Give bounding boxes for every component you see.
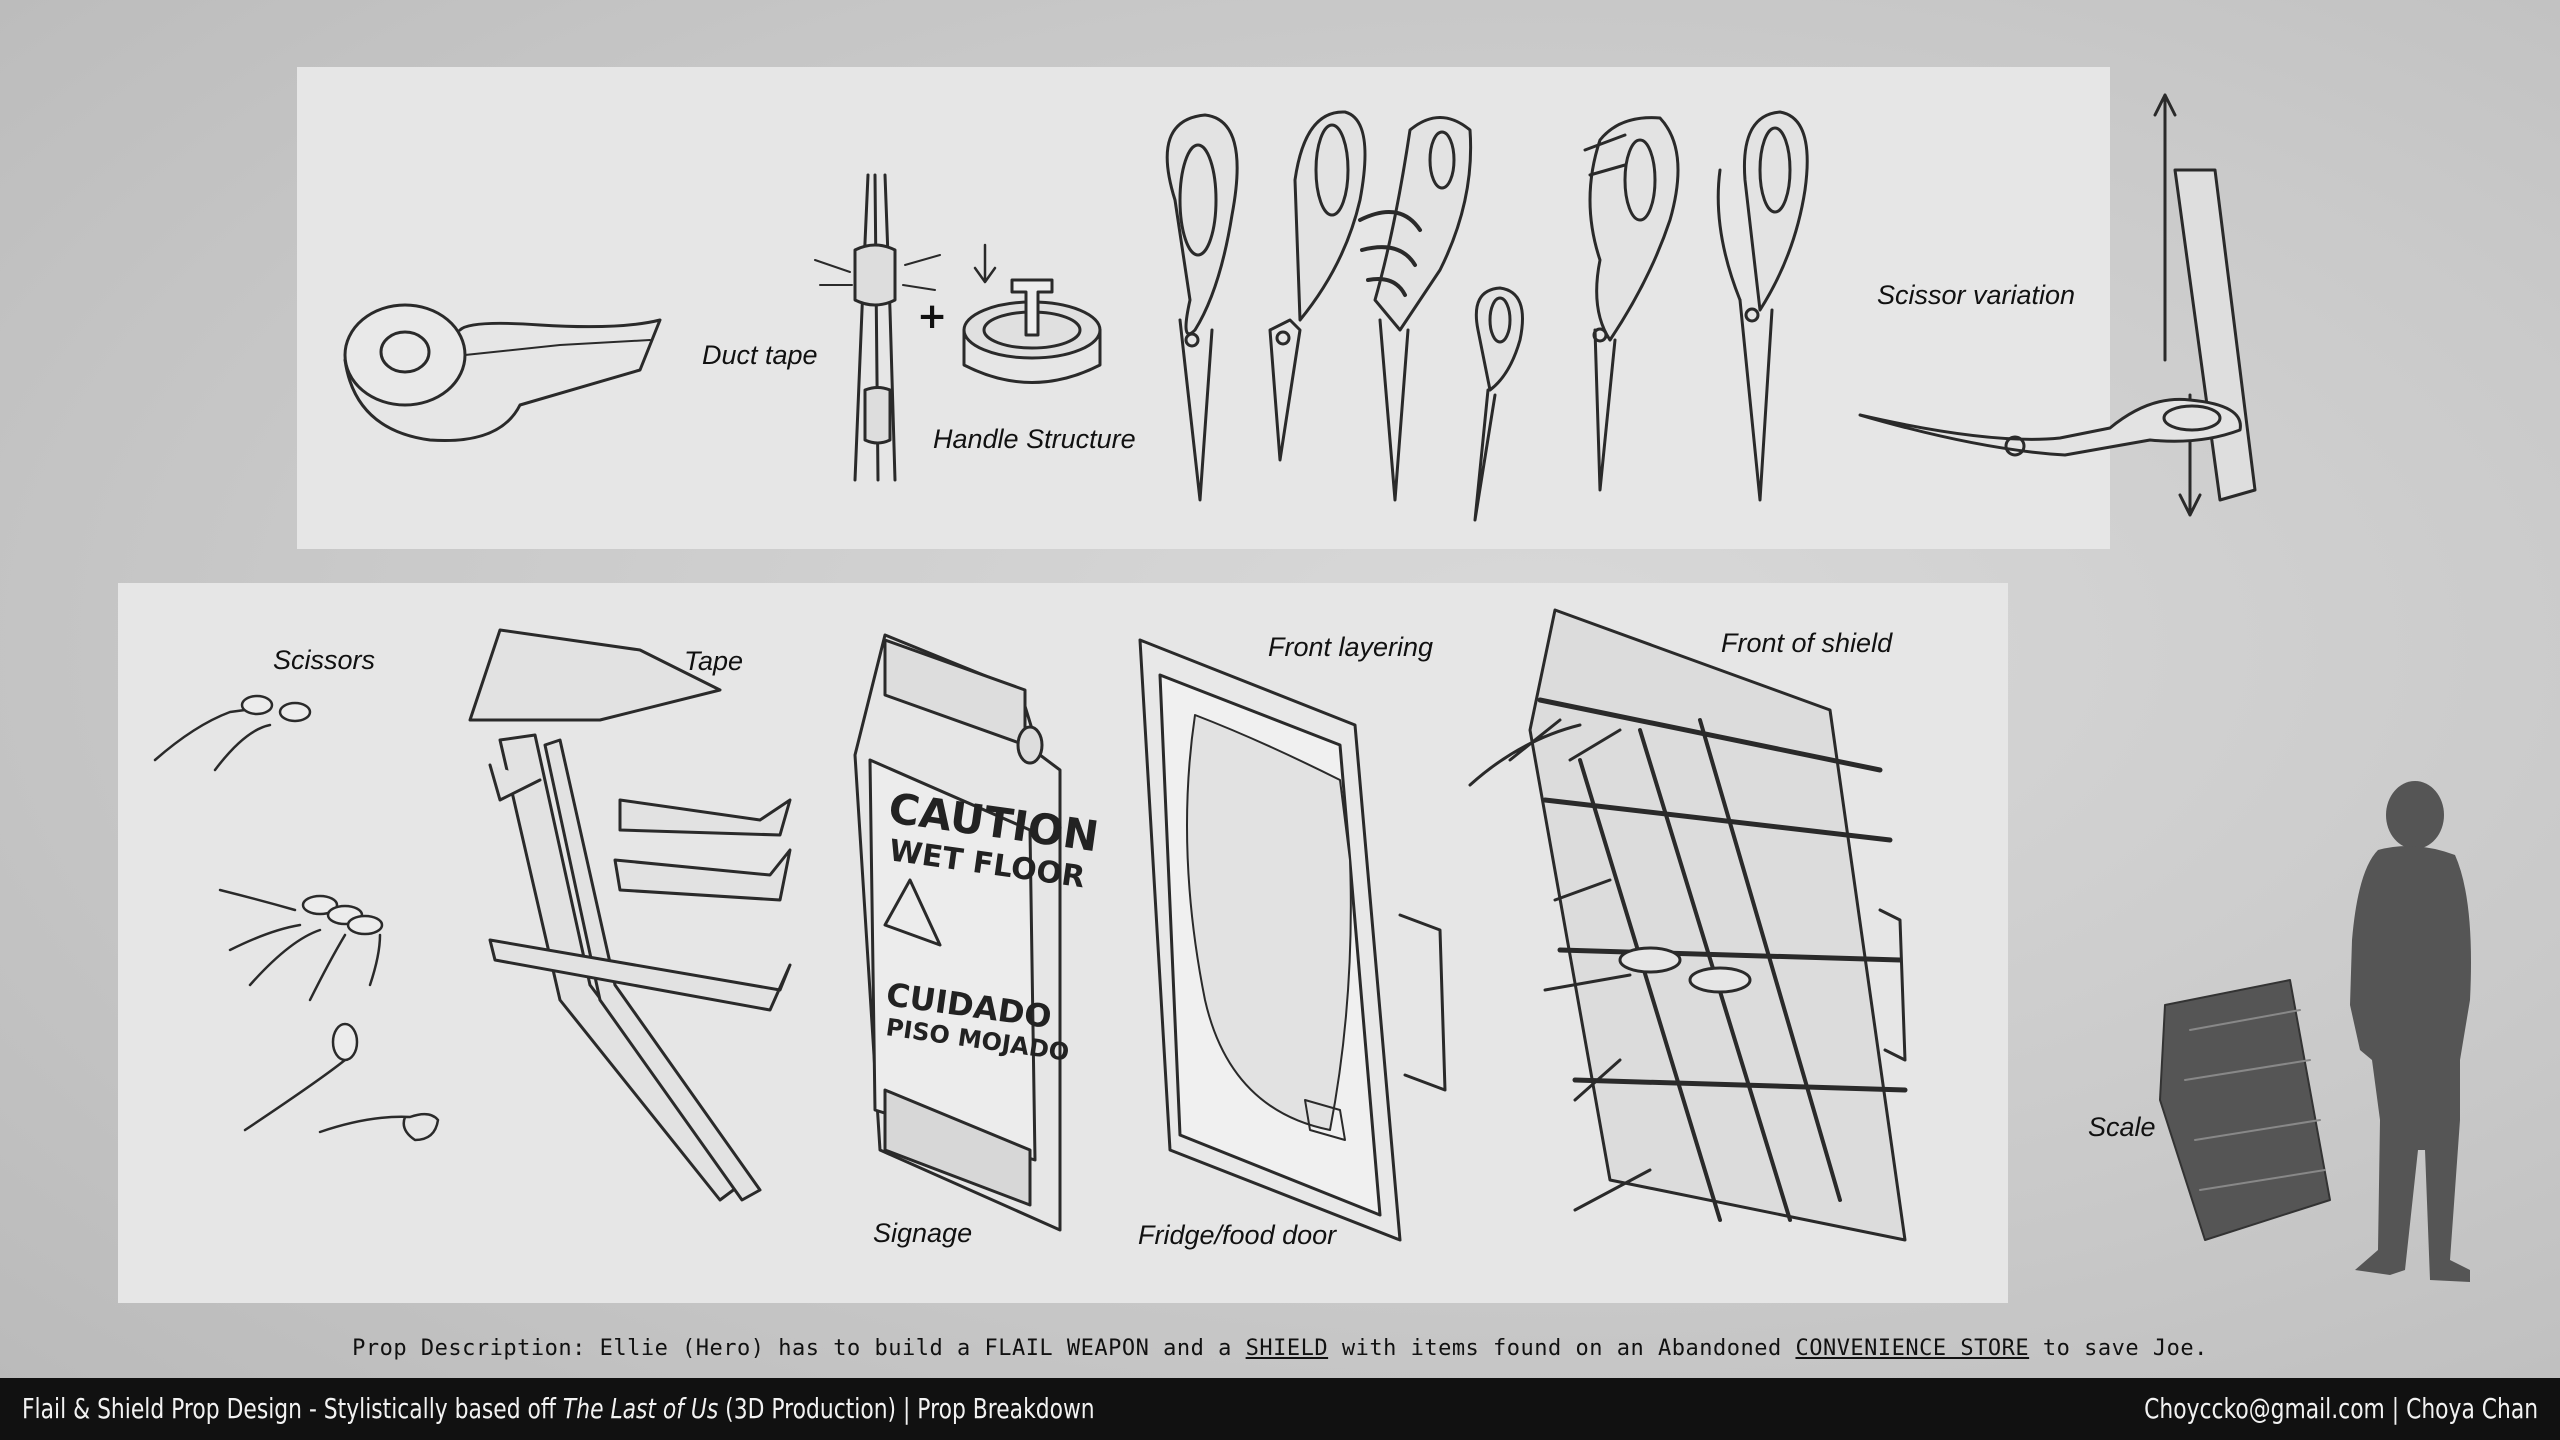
- description-part1: Prop Description: Ellie (Hero) has to bu…: [352, 1336, 985, 1361]
- label-scale: Scale: [2088, 1112, 2156, 1142]
- scissors-group-icon: [153, 694, 440, 1142]
- footer-title: Flail & Shield Prop Design - Stylistical…: [22, 1392, 1095, 1425]
- footer-bar: Flail & Shield Prop Design - Stylistical…: [0, 1378, 2560, 1440]
- scissors-variant-2: [1268, 110, 1367, 462]
- footer-prefix: Flail & Shield Prop Design - Stylistical…: [22, 1392, 563, 1425]
- shield-icon: [1468, 608, 1908, 1242]
- scissors-variant-6: [1716, 110, 1809, 502]
- handle-bundle-icon: [814, 173, 941, 482]
- scissors-variant-1: [1165, 113, 1239, 502]
- duct-tape-icon: [343, 303, 662, 443]
- handle-cap-icon: [962, 243, 1102, 384]
- description-shield: SHIELD: [1245, 1336, 1329, 1361]
- label-front-layering: Front layering: [1268, 632, 1434, 662]
- svg-text:+: +: [917, 296, 947, 337]
- footer-suffix: (3D Production) | Prop Breakdown: [718, 1392, 1095, 1425]
- footer-game-title: The Last of Us: [562, 1392, 719, 1425]
- scissor-variation-icon: [1858, 93, 2257, 517]
- label-handle-structure: Handle Structure: [933, 424, 1136, 454]
- description-part3: with items found on an Abandoned: [1328, 1336, 1796, 1361]
- caution-sign-icon: [853, 633, 1062, 1232]
- description-part2: and a: [1149, 1336, 1246, 1361]
- label-duct-tape: Duct tape: [702, 340, 818, 370]
- scissors-variant-5: [1583, 116, 1680, 492]
- label-tape: Tape: [684, 646, 744, 676]
- label-signage: Signage: [873, 1218, 973, 1248]
- description-flail: FLAIL WEAPON: [984, 1336, 1150, 1361]
- footer-contact: Choyccko@gmail.com | Choya Chan: [2144, 1392, 2538, 1425]
- label-scissors: Scissors: [273, 645, 376, 675]
- prop-description: Prop Description: Ellie (Hero) has to bu…: [0, 1336, 2560, 1361]
- description-store: CONVENIENCE STORE: [1795, 1336, 2030, 1361]
- scale-shield-icon: [2159, 979, 2331, 1241]
- description-part4: to save Joe.: [2029, 1336, 2208, 1361]
- scissors-variant-4: [1473, 286, 1524, 522]
- tape-planks-icon: [468, 628, 792, 1202]
- scissors-variant-3: [1358, 116, 1473, 502]
- label-scissor-variation: Scissor variation: [1877, 280, 2076, 310]
- label-fridge-door: Fridge/food door: [1138, 1220, 1337, 1250]
- door-frame-icon: [1138, 638, 1447, 1242]
- label-front-of-shield: Front of shield: [1721, 628, 1893, 658]
- person-silhouette-icon: [2350, 781, 2471, 1282]
